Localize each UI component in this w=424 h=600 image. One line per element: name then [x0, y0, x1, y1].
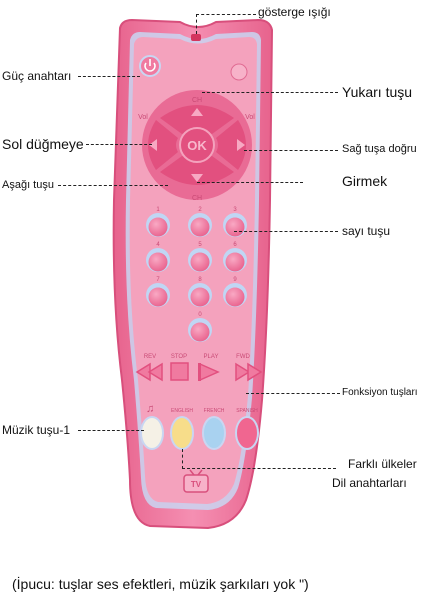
number-key-9[interactable]: 9 [223, 277, 247, 307]
lang-label-french: FRENCH [204, 408, 225, 414]
label-function-keys: Fonksiyon tuşları [342, 387, 418, 398]
label-enter: Girmek [342, 173, 388, 189]
right-key-leader [244, 150, 338, 151]
number-key-label: 6 [233, 242, 237, 248]
music-key[interactable] [140, 416, 164, 450]
vol-right-label: Vol [245, 114, 255, 121]
number-key-5[interactable]: 5 [188, 242, 212, 272]
label-down-key: Aşağı tuşu [2, 179, 54, 191]
number-key-7[interactable]: 7 [146, 277, 170, 307]
number-key-label: 3 [233, 207, 237, 213]
number-keypad: 1 2 3 4 5 6 7 8 9 0 [146, 207, 247, 342]
stop-button[interactable] [170, 362, 189, 381]
power-icon [144, 62, 156, 72]
ok-button[interactable] [179, 127, 215, 163]
number-key-6[interactable]: 6 [223, 242, 247, 272]
number-key-label: 9 [233, 277, 237, 283]
vol-left-label: Vol [138, 114, 148, 121]
function-leader [246, 393, 340, 394]
music-leader [78, 430, 144, 431]
footer-note: (İpucu: tuşlar ses efektleri, müzik şark… [12, 576, 309, 592]
label-number-key: sayı tuşu [342, 224, 391, 238]
ok-label: OK [187, 138, 207, 153]
up-arrow-icon [191, 108, 203, 116]
number-key-label: 5 [198, 242, 202, 248]
tv-icon: TV [183, 469, 209, 493]
up-key-leader [202, 92, 338, 93]
lang-leader-v [182, 449, 183, 469]
number-key-label: 7 [156, 277, 160, 283]
down-arrow-icon [191, 174, 203, 182]
language-key-french[interactable] [202, 416, 226, 450]
fn-label-play: PLAY [204, 354, 219, 360]
lang-label-spanish: SPANISH [236, 408, 258, 414]
label-right-key: Sağ tuşa doğru [342, 143, 417, 155]
down-key-leader [58, 185, 168, 186]
right-arrow-icon [237, 139, 245, 151]
number-key-label: 2 [198, 207, 202, 213]
label-music-key: Müzik tuşu-1 [2, 423, 71, 437]
left-key[interactable] [148, 120, 178, 170]
number-key-2[interactable]: 2 [188, 207, 212, 237]
function-keys: REV STOP PLAY FWD [135, 354, 263, 382]
label-language-switches: Dil anahtarları [332, 476, 407, 490]
number-key-1[interactable]: 1 [146, 207, 170, 237]
fast-forward-button[interactable] [235, 362, 263, 382]
language-key-english[interactable] [170, 416, 194, 450]
ch-bottom-label: CH [192, 195, 202, 202]
label-up-key: Yukarı tuşu [342, 84, 413, 100]
label-different-countries: Farklı ülkeler [348, 457, 417, 471]
power-leader [78, 76, 140, 77]
label-power-switch: Güç anahtarı [2, 69, 72, 83]
dpad: OK [142, 90, 252, 200]
language-key-spanish[interactable] [235, 416, 259, 450]
number-key-4[interactable]: 4 [146, 242, 170, 272]
number-key-0[interactable]: 0 [188, 312, 212, 342]
number-key-label: 1 [156, 207, 160, 213]
enter-leader [197, 182, 303, 183]
fn-label-rev: REV [144, 354, 156, 360]
left-arrow-icon [149, 139, 157, 151]
label-indicator-light: gösterge ışığı [258, 5, 331, 19]
play-button[interactable] [198, 362, 220, 382]
label-left-button: Sol düğmeye [2, 136, 84, 152]
tv-label: TV [191, 480, 202, 489]
up-key[interactable] [160, 105, 234, 134]
number-key-8[interactable]: 8 [188, 277, 212, 307]
number-key-label: 8 [198, 277, 202, 283]
number-key-label: 4 [156, 242, 160, 248]
indicator-leader-v [196, 14, 197, 34]
fn-label-stop: STOP [171, 354, 187, 360]
indicator-light [191, 34, 201, 41]
fn-label-fwd: FWD [236, 354, 250, 360]
down-key[interactable] [160, 156, 234, 185]
lang-leader-h [182, 468, 336, 469]
music-note-icon: ♫ [146, 403, 154, 415]
ch-top-label: CH [192, 97, 202, 104]
sound-icon [230, 63, 248, 81]
number-key-label: 0 [198, 312, 202, 318]
rewind-button[interactable] [135, 362, 163, 382]
lang-label-english: ENGLISH [171, 408, 193, 414]
number-key-leader [234, 231, 338, 232]
left-button-leader [86, 144, 152, 145]
indicator-leader-h [196, 14, 256, 15]
right-key[interactable] [216, 120, 246, 170]
